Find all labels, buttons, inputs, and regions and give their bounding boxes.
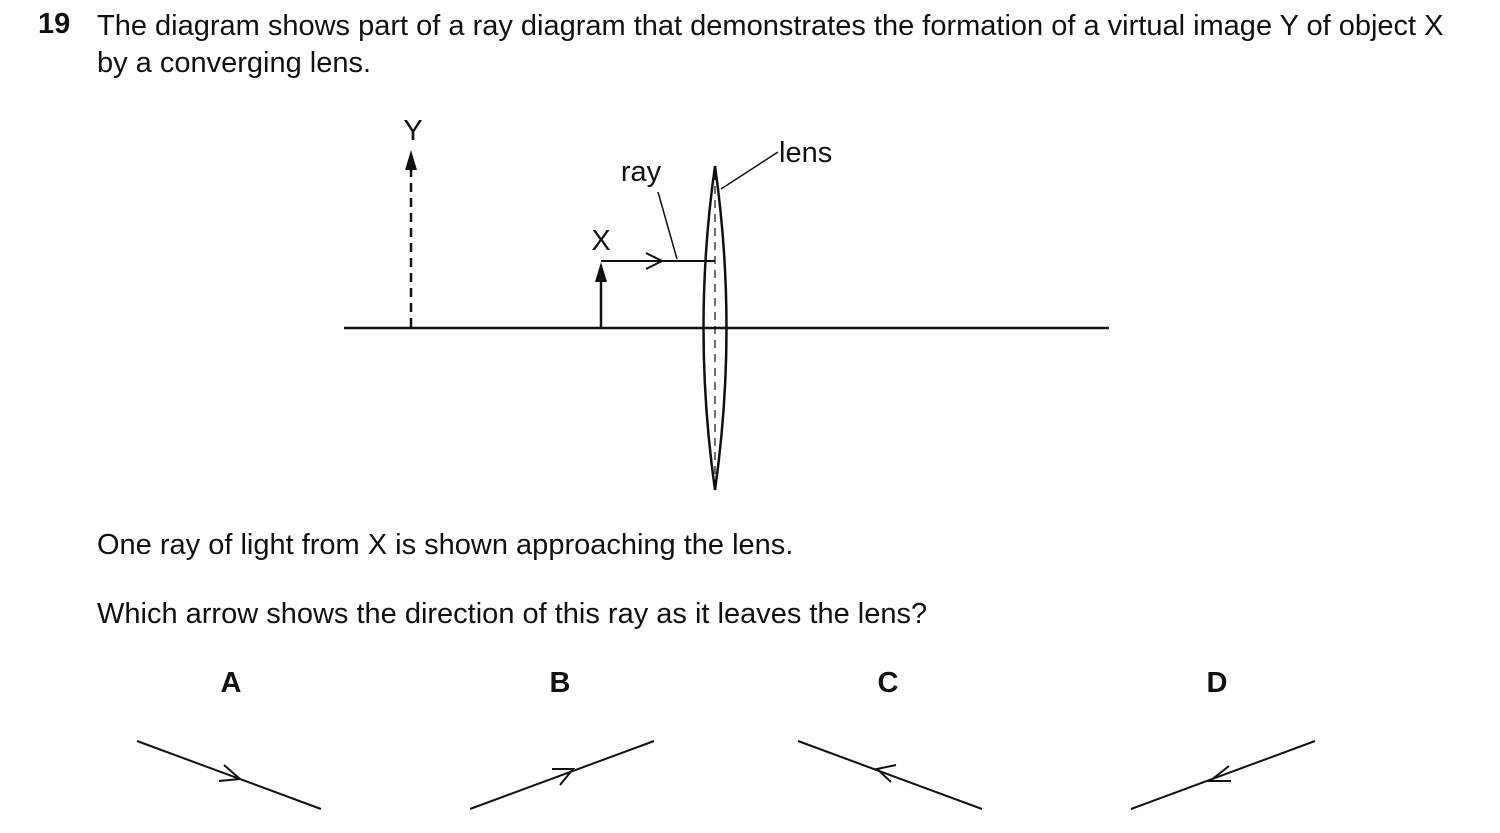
image-y-label: Y bbox=[403, 115, 422, 147]
option-c-arrowhead bbox=[874, 764, 897, 783]
option-c-ray[interactable] bbox=[797, 740, 983, 810]
option-b-label[interactable]: B bbox=[550, 667, 571, 699]
ray-label: ray bbox=[621, 156, 662, 188]
lens-leader-line bbox=[720, 151, 779, 190]
incident-ray-arrowhead bbox=[645, 252, 665, 270]
option-a-label[interactable]: A bbox=[221, 667, 242, 699]
option-d-label[interactable]: D bbox=[1207, 667, 1228, 699]
option-d-ray[interactable] bbox=[1130, 740, 1316, 810]
image-y-arrowhead bbox=[405, 150, 417, 170]
option-b-ray[interactable] bbox=[469, 740, 655, 810]
question-line-1: One ray of light from X is shown approac… bbox=[97, 529, 794, 561]
question-text: The diagram shows part of a ray diagram … bbox=[97, 10, 1444, 79]
option-b-arrowhead bbox=[552, 768, 576, 786]
object-x-arrowhead bbox=[595, 262, 607, 282]
option-a-ray[interactable] bbox=[136, 740, 322, 810]
converging-lens bbox=[702, 165, 728, 491]
question-line-2: Which arrow shows the direction of this … bbox=[97, 598, 928, 630]
ray-leader-line bbox=[657, 191, 678, 260]
option-d-arrowhead bbox=[1207, 765, 1231, 782]
lens-label: lens bbox=[779, 137, 832, 169]
question-number: 19 bbox=[38, 8, 71, 40]
object-x-label: X bbox=[591, 225, 610, 257]
option-c-label[interactable]: C bbox=[878, 667, 899, 699]
option-a-arrowhead bbox=[218, 764, 243, 782]
